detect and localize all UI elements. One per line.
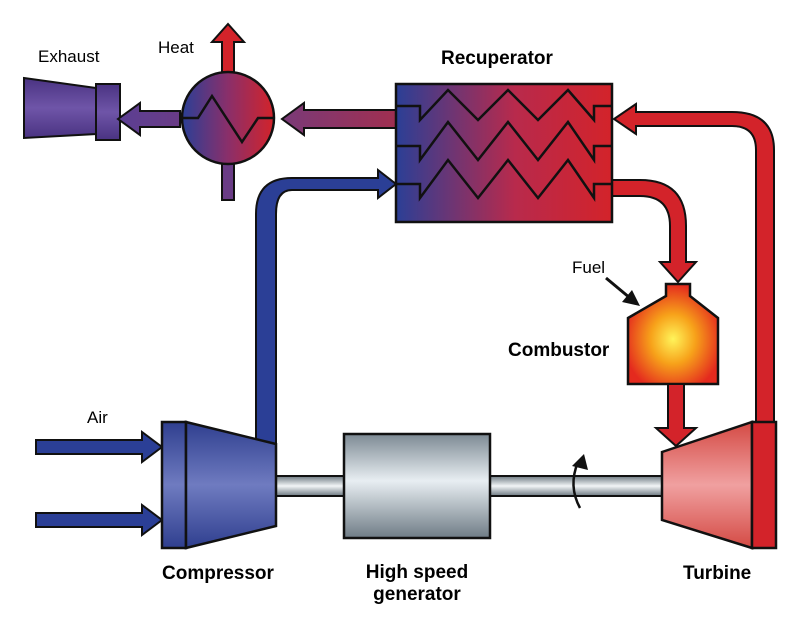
generator-label: High speed generator <box>352 562 482 606</box>
rotation-arrow-icon <box>572 454 588 509</box>
compressor-label: Compressor <box>162 563 274 584</box>
turbine-inlet-pipe <box>653 383 699 448</box>
generator-label-line2: generator <box>373 584 461 605</box>
compressor-outlet-pipe <box>255 167 398 471</box>
heat-arrow <box>209 22 247 75</box>
combustor-inlet-pipe <box>611 179 699 284</box>
exhaust-label: Exhaust <box>38 47 100 66</box>
heat-exchanger-stem <box>221 159 235 201</box>
fuel-arrow <box>605 276 640 306</box>
air-label: Air <box>87 408 108 427</box>
heat-label: Heat <box>158 38 194 57</box>
heat-exchanger <box>180 70 276 166</box>
combustor <box>626 282 720 386</box>
compressor <box>160 420 278 550</box>
air-inlet-arrows <box>35 430 164 537</box>
combustor-label: Combustor <box>508 340 610 361</box>
recuperator <box>394 82 614 224</box>
exhaust-nozzle <box>23 76 121 141</box>
high-speed-generator <box>342 432 492 540</box>
shaft <box>275 475 663 497</box>
turbine-label: Turbine <box>683 563 752 584</box>
recuperator-label: Recuperator <box>441 48 553 69</box>
turbine-exhaust-pipe <box>612 102 775 426</box>
fuel-label: Fuel <box>572 258 606 277</box>
generator-label-line1: High speed <box>365 562 469 583</box>
exhaust-pipe <box>116 101 181 137</box>
turbine <box>660 420 778 550</box>
recuperator-outlet-pipe <box>280 101 397 137</box>
